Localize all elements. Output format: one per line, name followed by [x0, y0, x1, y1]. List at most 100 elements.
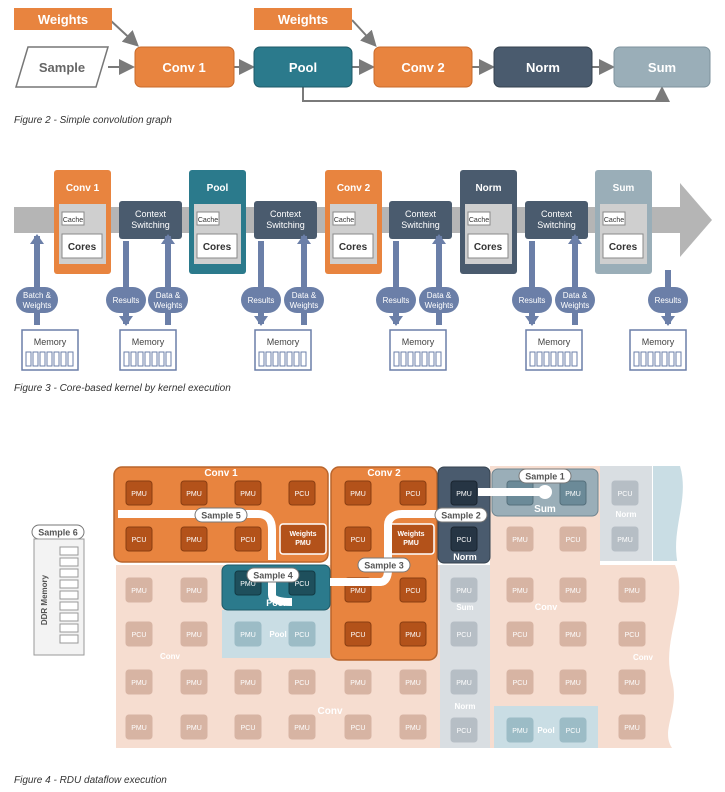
conv2-region-label: Conv 2 [367, 468, 401, 479]
memory-cell [300, 351, 307, 367]
memory-label: Memory [34, 337, 67, 347]
memory-cell [293, 351, 300, 367]
compute-tile [559, 621, 587, 647]
data-weights-pill [555, 287, 595, 313]
tile-label: PMU [405, 632, 421, 639]
memory-cell [123, 351, 130, 367]
ddr-slot [59, 601, 79, 611]
weights-pmu-label: PMU [295, 540, 311, 547]
cores-label: Cores [474, 242, 503, 253]
pool-faded-label: Pool [269, 630, 286, 639]
context-switching-label: Switching [537, 220, 576, 230]
compute-tile [180, 669, 208, 695]
tile-label: PMU [186, 680, 202, 687]
cache-label: Cache [334, 217, 354, 224]
compute-tile [450, 621, 478, 647]
weights-box-1 [14, 8, 112, 30]
figure-4-caption: Figure 4 - RDU dataflow execution [14, 775, 167, 786]
tile-label: PCU [457, 537, 472, 544]
kernel-name: Sum [613, 183, 635, 194]
compute-tile [125, 621, 153, 647]
compute-tile [618, 669, 646, 695]
memory-cell [265, 351, 272, 367]
memory-cell [137, 351, 144, 367]
cache-box [61, 211, 85, 226]
kernel-name: Norm [475, 183, 501, 194]
compute-tile [180, 714, 208, 740]
data-weights-pill [284, 287, 324, 313]
tile-label: PMU [350, 680, 366, 687]
context-switching-box [119, 201, 182, 239]
weights-pmu-box-2 [387, 523, 435, 555]
compute-tile [506, 621, 534, 647]
memory-cell [668, 351, 675, 367]
tile-label: PMU [565, 491, 581, 498]
cache-label: Cache [63, 217, 83, 224]
compute-tile [399, 714, 427, 740]
cache-box [332, 211, 356, 226]
memory-cell [144, 351, 151, 367]
compute-tile [506, 717, 534, 743]
tile-label: PCU [351, 537, 366, 544]
tile-label: PMU [240, 680, 256, 687]
memory-cell [414, 351, 421, 367]
weights-box-2 [254, 8, 352, 30]
tile-label: PMU [131, 725, 147, 732]
cores-box [602, 233, 644, 259]
compute-tile [180, 621, 208, 647]
context-switching-box [254, 201, 317, 239]
memory-cell [165, 351, 172, 367]
tile-label: PMU [456, 491, 472, 498]
cores-label: Cores [68, 242, 97, 253]
tile-label: PMU [350, 491, 366, 498]
results-pill [241, 287, 281, 313]
tile-label: PCU [566, 728, 581, 735]
dataflow-path-sample5 [118, 510, 276, 560]
memory-cell [564, 351, 571, 367]
memory-label: Memory [402, 337, 435, 347]
memory-cell [536, 351, 543, 367]
data-weights-pill-label: Weights [154, 301, 183, 310]
sample-5-pill [194, 507, 248, 523]
sample-label: Sample [39, 60, 85, 75]
compute-tile [559, 577, 587, 603]
kernel-name: Conv 1 [66, 183, 100, 194]
pool-region-label: Pool [266, 598, 286, 608]
ddr-slot [59, 557, 79, 567]
compute-tile [618, 621, 646, 647]
tile-label: PCU [351, 725, 366, 732]
tile-label: PCU [566, 537, 581, 544]
tile-label: PMU [186, 588, 202, 595]
tile-label: PMU [186, 725, 202, 732]
tile-label: PMU [456, 588, 472, 595]
cache-box [602, 211, 626, 226]
cache-label: Cache [198, 217, 218, 224]
compute-tile [399, 577, 427, 603]
norm-faded-label: Norm [455, 702, 476, 711]
compute-tile [618, 577, 646, 603]
memory-cell [53, 351, 60, 367]
memory-cell [557, 351, 564, 367]
tile-label: PMU [624, 588, 640, 595]
arrow-head [525, 316, 539, 326]
tile-label: PCU [295, 632, 310, 639]
sample-1-pill [518, 468, 572, 484]
sum-region-label: Sum [534, 504, 556, 515]
tile-label: PCU [132, 632, 147, 639]
memory-cell [654, 351, 661, 367]
tile-label: PMU [240, 491, 256, 498]
sample-2-pill-label: Sample 2 [441, 511, 481, 521]
memory-cell [286, 351, 293, 367]
ddr-slot [59, 634, 79, 644]
context-switching-label: Context [135, 209, 167, 219]
context-switching-label: Context [270, 209, 302, 219]
tile-label: PCU [513, 680, 528, 687]
tile-label: PCU [625, 632, 640, 639]
compute-tile [344, 480, 372, 506]
tile-label: PMU [294, 725, 310, 732]
arrow-head [161, 234, 175, 244]
conv2-node [373, 46, 473, 88]
arrow-head [119, 316, 133, 326]
tile-label: PCU [351, 632, 366, 639]
compute-tile [559, 526, 587, 552]
